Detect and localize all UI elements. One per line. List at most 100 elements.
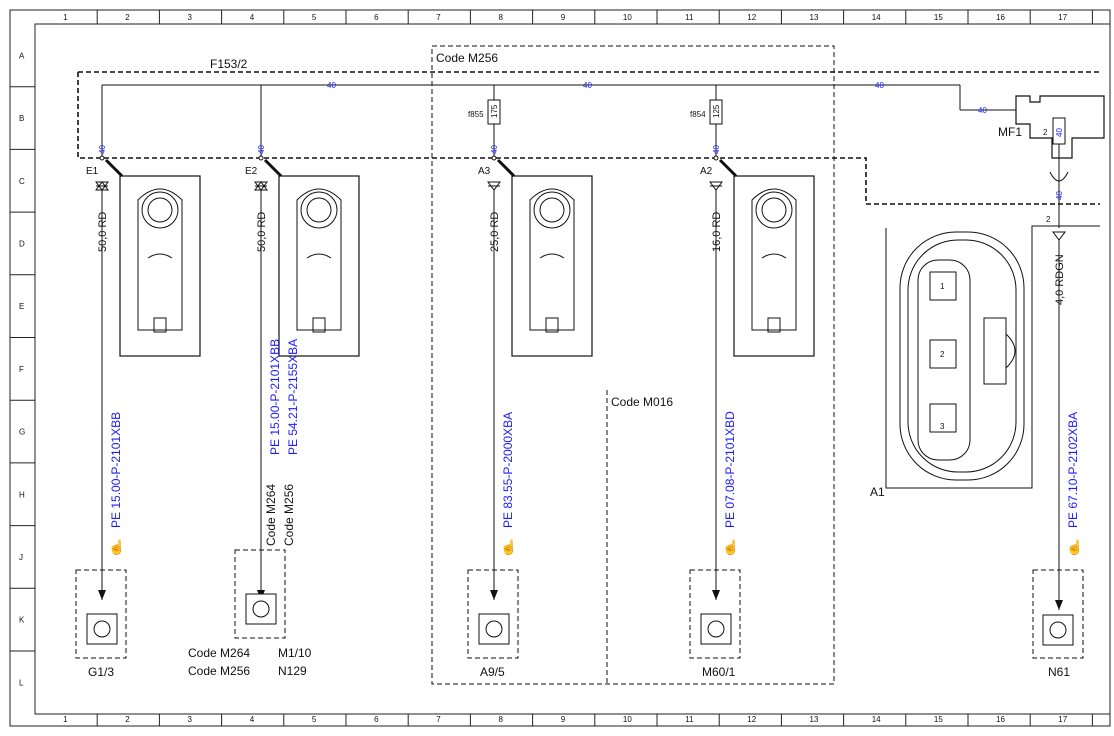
a1-pin-1: 1 <box>940 282 945 291</box>
mf1-module: 40 2 MF1 40 <box>998 95 1105 228</box>
column-grid: 1122334455667788991010111112121313141415… <box>63 10 1093 726</box>
grid-col-label-top: 5 <box>312 13 317 22</box>
fuse-f855-id: f855 <box>468 110 484 119</box>
grid-col-label-bottom: 13 <box>810 715 819 724</box>
grid-col-label-top: 4 <box>250 13 255 22</box>
e2-device-1: M1/10 <box>278 646 312 660</box>
connector-device-label: G1/3 <box>88 665 114 679</box>
grid-row-label: A <box>19 51 25 60</box>
e2-code-1: Code M264 <box>188 646 250 660</box>
connector-ref-link[interactable]: PE 15.00-P-2101XBB <box>268 339 282 455</box>
grid-col-label-bottom: 16 <box>996 715 1005 724</box>
grid-col-label-top: 16 <box>996 13 1005 22</box>
connector-label: E1 <box>86 166 99 177</box>
zone-m016-label: Code M016 <box>611 395 673 409</box>
e2-device-2: N129 <box>278 664 307 678</box>
grid-row-label: D <box>19 239 25 248</box>
grid-col-label-top: 11 <box>685 13 694 22</box>
mf1-label: MF1 <box>998 125 1022 139</box>
n61-branch: 2 4,0 RDGN PE 67.10-P-2102XBA ☝ N61 <box>1032 215 1084 679</box>
connector-wire-value: 40 <box>98 145 107 154</box>
bus-dashed-outline <box>77 71 1100 205</box>
n61-device: N61 <box>1048 665 1070 679</box>
grid-col-label-top: 12 <box>747 13 756 22</box>
bus-wire-value-2: 40 <box>583 81 592 90</box>
grid-col-label-top: 15 <box>934 13 943 22</box>
inner-frame <box>34 23 1111 715</box>
grid-col-label-bottom: 4 <box>250 715 255 724</box>
grid-col-label-bottom: 10 <box>623 715 632 724</box>
grid-col-label-top: 2 <box>125 13 130 22</box>
pointing-hand-icon[interactable]: ☝ <box>108 538 125 556</box>
connector-device-label: A9/5 <box>480 665 505 679</box>
fuse-f855-rating: 175 <box>490 104 499 118</box>
a1-component: A1 1 2 3 <box>870 225 1100 499</box>
grid-row-label: G <box>19 428 25 437</box>
grid-col-label-bottom: 14 <box>872 715 881 724</box>
zone-m256 <box>431 45 835 685</box>
bus-wire-value-1: 40 <box>327 81 336 90</box>
connector-code-2: Code M256 <box>282 484 296 546</box>
connector-wire-value: 40 <box>490 145 499 154</box>
n61-ref-link[interactable]: PE 67.10-P-2102XBA <box>1066 412 1080 528</box>
pointing-hand-icon[interactable]: ☝ <box>500 538 517 556</box>
grid-col-label-bottom: 6 <box>374 715 379 724</box>
grid-col-label-top: 8 <box>499 13 504 22</box>
fuse-f854-id: f854 <box>690 110 706 119</box>
connector-label: A3 <box>478 166 491 177</box>
bus-label: F153/2 <box>210 57 248 71</box>
grid-row-label: K <box>19 616 25 625</box>
grid-col-label-top: 7 <box>436 13 441 22</box>
grid-col-label-top: 14 <box>872 13 881 22</box>
grid-row-label: H <box>19 490 25 499</box>
connector-code-1: Code M264 <box>264 484 278 546</box>
grid-col-label-bottom: 12 <box>747 715 756 724</box>
connector-ref-link[interactable]: PE 83.55-P-2000XBA <box>501 412 515 528</box>
connector-device-label: M60/1 <box>702 665 736 679</box>
connector-wire-value: 40 <box>257 145 266 154</box>
grid-col-label-top: 10 <box>623 13 632 22</box>
bus-wire-value-3: 40 <box>875 81 884 90</box>
pointing-hand-icon[interactable]: ☝ <box>1066 538 1083 556</box>
connector-wire-spec: 50,0 RD <box>256 212 268 252</box>
grid-col-label-top: 17 <box>1058 13 1067 22</box>
grid-row-label: J <box>19 553 23 562</box>
grid-col-label-top: 9 <box>561 13 566 22</box>
connector-label: E2 <box>245 166 258 177</box>
connector-ref-link[interactable]: PE 15.00-P-2101XBB <box>109 412 123 528</box>
connector-label: A2 <box>700 166 713 177</box>
n61-pin: 2 <box>1046 215 1051 224</box>
grid-col-label-bottom: 9 <box>561 715 566 724</box>
connector-ref-link[interactable]: PE 07.08-P-2101XBD <box>723 411 737 528</box>
grid-col-label-bottom: 8 <box>499 715 504 724</box>
connector-wire-value: 40 <box>712 145 721 154</box>
grid-col-label-bottom: 15 <box>934 715 943 724</box>
zone-m256-label: Code M256 <box>436 51 498 65</box>
grid-row-label: C <box>19 177 25 186</box>
e2-code-2: Code M256 <box>188 664 250 678</box>
mf1-wire-value: 40 <box>1055 191 1064 200</box>
grid-col-label-top: 3 <box>188 13 193 22</box>
a1-pin-2: 2 <box>940 350 945 359</box>
mf1-value: 40 <box>1055 128 1064 137</box>
connector-wire-spec: 50,0 RD <box>97 212 109 252</box>
grid-col-label-top: 1 <box>63 13 68 22</box>
grid-col-label-bottom: 7 <box>436 715 441 724</box>
connector-wire-spec: 25,0 RD <box>489 212 501 252</box>
fuse-f854: 125 f854 <box>690 85 723 158</box>
connector-wire-spec: 16,0 RD <box>711 212 723 252</box>
fuse-f854-rating: 125 <box>712 104 721 118</box>
fuse-f855: 175 f855 <box>468 85 501 158</box>
connector-ref-link-2[interactable]: PE 54.21-P-2155XBA <box>286 339 300 455</box>
a1-label: A1 <box>870 485 885 499</box>
grid-row-label: E <box>19 302 24 311</box>
grid-col-label-top: 6 <box>374 13 379 22</box>
grid-col-label-bottom: 1 <box>63 715 68 724</box>
pointing-hand-icon[interactable]: ☝ <box>722 538 739 556</box>
grid-col-label-bottom: 3 <box>188 715 193 724</box>
